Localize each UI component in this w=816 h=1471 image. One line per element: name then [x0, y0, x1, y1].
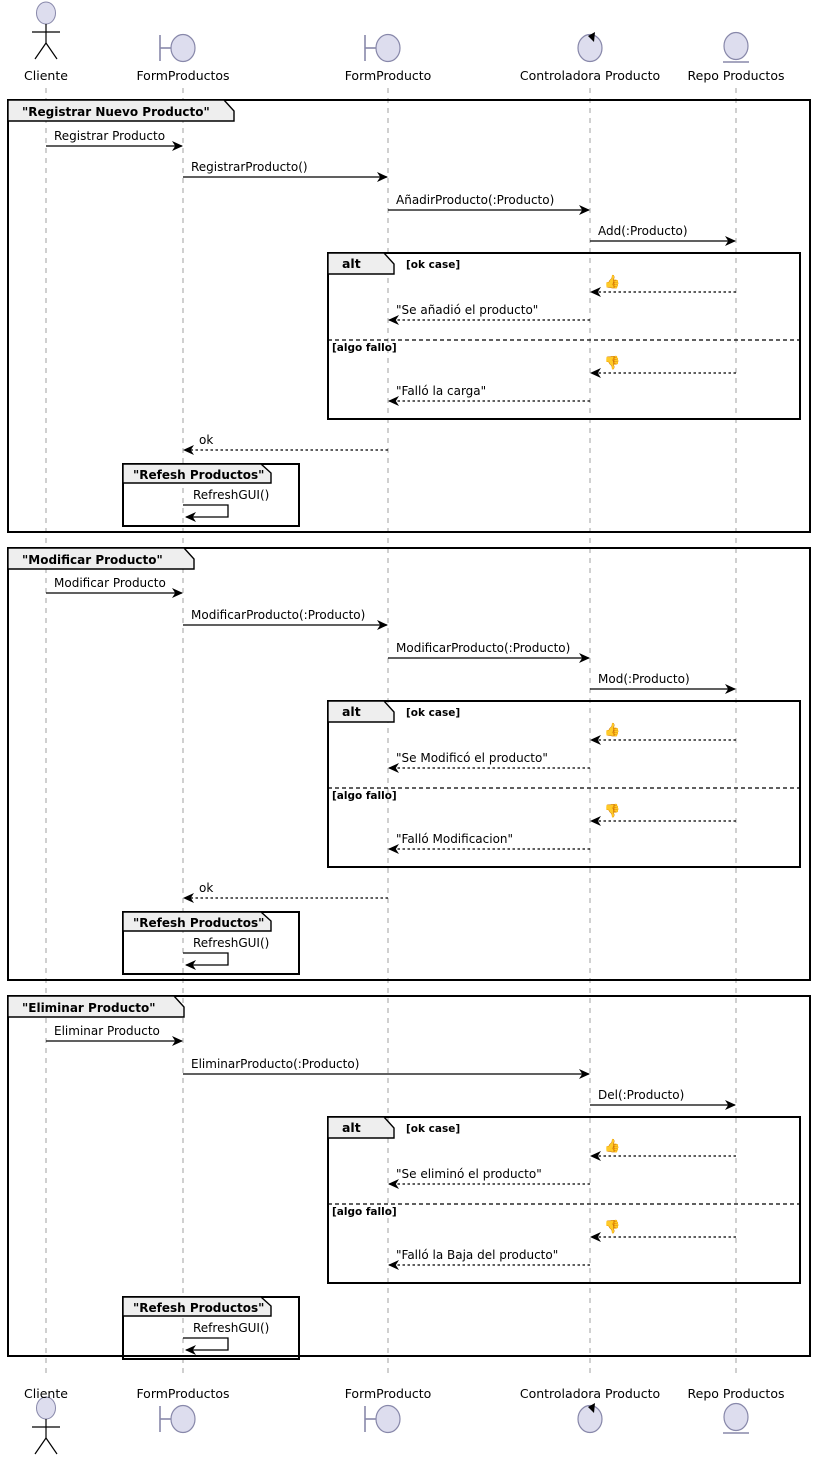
frame-refresh-r	[122, 463, 300, 527]
alt-guard-e1: [algo fallo]	[332, 1206, 397, 1218]
alt-message-label-r0-0: 👍	[604, 275, 621, 290]
alt-keyword-eliminar: alt	[342, 1120, 361, 1135]
participant-name-4: Repo Productos	[687, 68, 785, 83]
message-label-e1: EliminarProducto(:Producto)	[191, 1057, 360, 1071]
boundary-icon	[364, 33, 401, 63]
actor-icon	[32, 1396, 60, 1455]
footer-participant-name-2: FormProducto	[344, 1386, 432, 1401]
message-label-m0: Modificar Producto	[54, 576, 166, 590]
alt-message-label-e1-1: "Falló la Baja del producto"	[396, 1248, 559, 1262]
message-label-m3: Mod(:Producto)	[598, 672, 690, 686]
participant-name-1: FormProductos	[136, 68, 230, 83]
self-message-arrow-r	[183, 504, 229, 522]
alt-fragment-eliminar	[327, 1116, 801, 1284]
footer-participant-name-3: Controladora Producto	[519, 1386, 661, 1401]
alt-guard-r1: [algo fallo]	[332, 342, 397, 354]
alt-keyword-modificar: alt	[342, 704, 361, 719]
alt-keyword-registrar: alt	[342, 256, 361, 271]
alt-message-label-m1-1: "Falló Modificacion"	[396, 832, 514, 846]
alt-guard-m1: [algo fallo]	[332, 790, 397, 802]
message-label-m2: ModificarProducto(:Producto)	[396, 641, 571, 655]
message-label-r1: RegistrarProducto()	[191, 160, 308, 174]
boundary-icon	[364, 1404, 401, 1434]
frame-label-refresh-m: "Refesh Productos"	[133, 916, 265, 930]
message-label-ok-m: ok	[199, 881, 214, 895]
frame-eliminar	[7, 995, 811, 1357]
frame-label-refresh-r: "Refesh Productos"	[133, 468, 265, 482]
boundary-icon	[159, 33, 196, 63]
message-label-m1: ModificarProducto(:Producto)	[191, 608, 366, 622]
frame-label-refresh-e: "Refesh Productos"	[133, 1301, 265, 1315]
alt-fragment-modificar	[327, 700, 801, 868]
participant-name-2: FormProducto	[344, 68, 432, 83]
alt-message-label-e1-0: 👎	[604, 1220, 621, 1235]
frame-label-registrar: "Registrar Nuevo Producto"	[22, 105, 210, 119]
alt-guard-e0: [ok case]	[406, 1123, 461, 1135]
alt-message-label-e0-1: "Se eliminó el producto"	[396, 1167, 542, 1181]
message-label-ok-r: ok	[199, 433, 214, 447]
self-message-label-e: RefreshGUI()	[193, 1321, 270, 1335]
alt-message-label-m0-1: "Se Modificó el producto"	[396, 751, 548, 765]
frame-refresh-e	[122, 1296, 300, 1360]
boundary-icon	[159, 1404, 196, 1434]
alt-guard-m0: [ok case]	[406, 707, 461, 719]
alt-message-label-r1-1: "Falló la carga"	[396, 384, 487, 398]
footer-participant-name-4: Repo Productos	[687, 1386, 785, 1401]
frame-registrar	[7, 99, 811, 533]
self-message-label-r: RefreshGUI()	[193, 488, 270, 502]
message-label-r2: AñadirProducto(:Producto)	[396, 193, 555, 207]
alt-fragment-registrar	[327, 252, 801, 420]
self-message-arrow-m	[183, 952, 229, 970]
message-label-e2: Del(:Producto)	[598, 1088, 685, 1102]
footer-participant-name-0: Cliente	[24, 1386, 68, 1401]
control-icon	[577, 32, 603, 63]
alt-message-label-m0-0: 👍	[604, 723, 621, 738]
alt-guard-r0: [ok case]	[406, 259, 461, 271]
control-icon	[577, 1403, 603, 1434]
self-message-label-m: RefreshGUI()	[193, 936, 270, 950]
frame-label-modificar: "Modificar Producto"	[22, 553, 163, 567]
alt-message-label-r1-0: 👎	[604, 356, 621, 371]
alt-message-label-r0-1: "Se añadió el producto"	[396, 303, 539, 317]
footer-participant-name-1: FormProductos	[136, 1386, 230, 1401]
participant-name-3: Controladora Producto	[519, 68, 661, 83]
alt-message-label-m1-0: 👎	[604, 804, 621, 819]
frame-label-eliminar: "Eliminar Producto"	[22, 1001, 156, 1015]
self-message-arrow-e	[183, 1337, 229, 1355]
actor-icon	[32, 1, 60, 60]
entity-icon	[723, 1402, 749, 1434]
entity-icon	[723, 31, 749, 63]
alt-message-label-e0-0: 👍	[604, 1139, 621, 1154]
message-label-r0: Registrar Producto	[54, 129, 166, 143]
message-label-e0: Eliminar Producto	[54, 1024, 160, 1038]
frame-refresh-m	[122, 911, 300, 975]
participant-name-0: Cliente	[24, 68, 68, 83]
message-label-r3: Add(:Producto)	[598, 224, 688, 238]
frame-modificar	[7, 547, 811, 981]
